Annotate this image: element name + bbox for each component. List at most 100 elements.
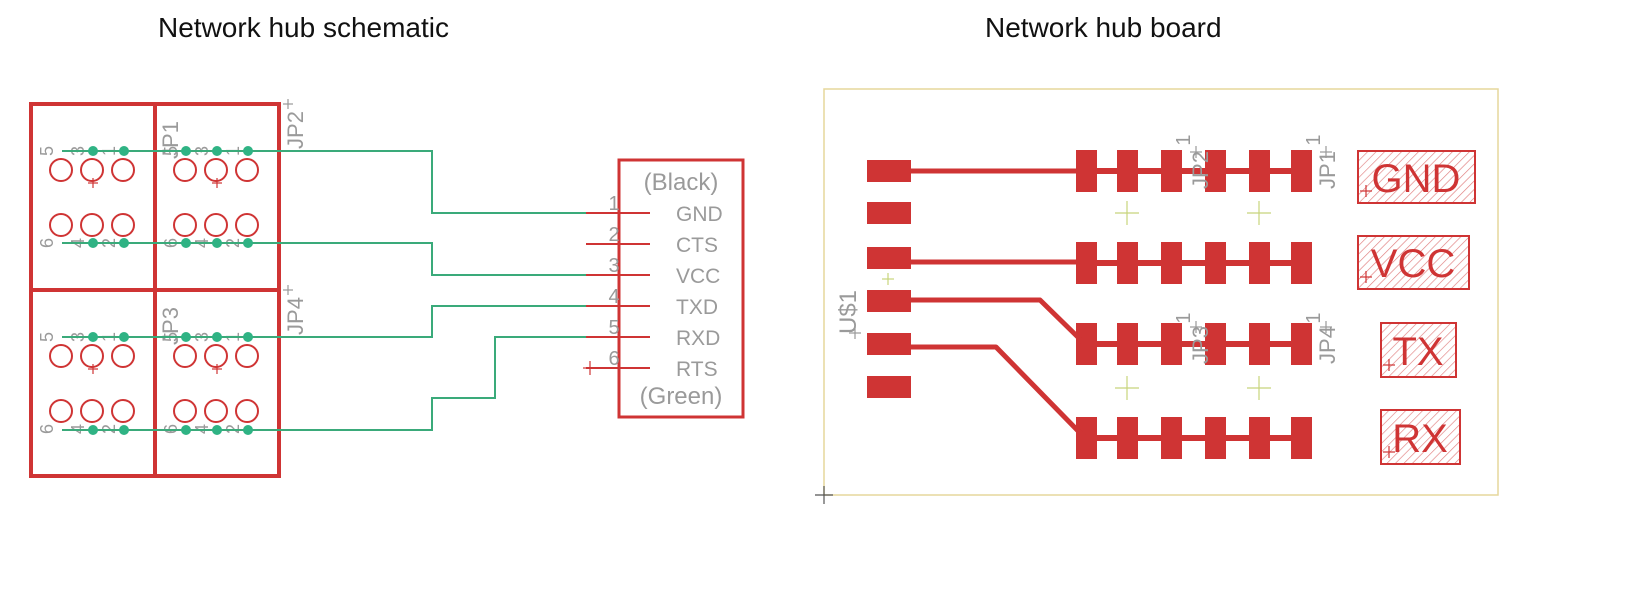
u1-pad bbox=[867, 376, 911, 398]
header-pad bbox=[1205, 150, 1226, 192]
header-pin-circle bbox=[80, 213, 104, 237]
wire-junction bbox=[212, 238, 222, 248]
header-pin-number: 6 bbox=[37, 238, 57, 248]
header-pad bbox=[1117, 242, 1138, 284]
wire-junction bbox=[243, 238, 253, 248]
header-name-label: JP1 bbox=[158, 121, 183, 159]
board-header-pin1: 1 bbox=[1173, 134, 1195, 145]
connector-body bbox=[617, 158, 745, 419]
board-header-name: JP2 bbox=[1188, 151, 1213, 189]
header-pin-circle bbox=[204, 213, 228, 237]
wire-junction bbox=[88, 238, 98, 248]
header-pad bbox=[1117, 323, 1138, 365]
wire-junction bbox=[88, 146, 98, 156]
header-pad bbox=[1291, 323, 1312, 365]
header-pin-number: 5 bbox=[37, 332, 57, 342]
connector-pin-number: 2 bbox=[608, 224, 619, 246]
board-header-name: JP3 bbox=[1188, 326, 1213, 364]
board-header-pin1: 1 bbox=[1303, 134, 1325, 145]
wire-junction bbox=[88, 425, 98, 435]
board-header-name: JP1 bbox=[1315, 151, 1340, 189]
header-pad bbox=[1117, 417, 1138, 459]
header-pin-circle bbox=[173, 344, 197, 368]
header-pin-circle bbox=[173, 158, 197, 182]
connector-pin-name: RTS bbox=[676, 358, 718, 381]
wire-junction bbox=[243, 332, 253, 342]
header-pad bbox=[1249, 150, 1270, 192]
header-pad bbox=[1205, 323, 1226, 365]
connector-pin-number: 3 bbox=[608, 255, 619, 277]
header-pin-circle bbox=[173, 213, 197, 237]
wire-junction bbox=[119, 238, 129, 248]
header-pin-circle bbox=[111, 213, 135, 237]
wire-junction bbox=[212, 332, 222, 342]
board-outline bbox=[823, 88, 1499, 496]
wire-vcc bbox=[62, 242, 598, 276]
board-label-text: GND bbox=[1372, 157, 1461, 201]
header-pad bbox=[1161, 242, 1182, 284]
board-header-pin1: 1 bbox=[1173, 312, 1195, 323]
header-name-label: JP3 bbox=[158, 307, 183, 345]
connector-pin-name: TXD bbox=[676, 296, 718, 319]
header-name-label: JP4 bbox=[283, 297, 308, 335]
wire-junction bbox=[119, 425, 129, 435]
board-header-pin1: 1 bbox=[1303, 312, 1325, 323]
connector-pin-name: GND bbox=[676, 203, 723, 226]
header-pad bbox=[1205, 242, 1226, 284]
connector-pin-name: CTS bbox=[676, 234, 718, 257]
header-pin-circle bbox=[49, 213, 73, 237]
header-pin-circle bbox=[111, 399, 135, 423]
header-pad bbox=[1161, 323, 1182, 365]
header-pad bbox=[1291, 150, 1312, 192]
connector-pin-number: 1 bbox=[608, 193, 619, 215]
wire-junction bbox=[88, 332, 98, 342]
header-pad bbox=[1291, 242, 1312, 284]
header-pin-circle bbox=[111, 158, 135, 182]
header-pad bbox=[1076, 417, 1097, 459]
u1-pad bbox=[867, 202, 911, 224]
header-pin-circle bbox=[235, 213, 259, 237]
header-pin-circle bbox=[80, 399, 104, 423]
wire-junction bbox=[243, 425, 253, 435]
header-pin-circle bbox=[204, 399, 228, 423]
board-label-box bbox=[1357, 235, 1470, 290]
wire-junction bbox=[181, 146, 191, 156]
board-label-box bbox=[1380, 322, 1457, 378]
board-header-name: JP4 bbox=[1315, 326, 1340, 364]
wire-junction bbox=[181, 332, 191, 342]
board-label-box bbox=[1357, 150, 1476, 204]
header-pad bbox=[1205, 417, 1226, 459]
pad-row-bus bbox=[1076, 168, 1311, 174]
header-pad bbox=[1249, 242, 1270, 284]
header-pin-circle bbox=[49, 158, 73, 182]
pad-row-bus bbox=[1076, 341, 1311, 347]
header-pin-circle bbox=[49, 399, 73, 423]
wire-junction bbox=[243, 146, 253, 156]
header-pin-circle bbox=[204, 158, 228, 182]
connector-pin-number: 4 bbox=[608, 286, 619, 308]
header-name-label: JP2 bbox=[283, 111, 308, 149]
board-label-box bbox=[1380, 409, 1461, 465]
connector-pin-number: 5 bbox=[608, 317, 619, 339]
wire-junction bbox=[212, 146, 222, 156]
header-pad bbox=[1161, 150, 1182, 192]
u1-pad bbox=[867, 160, 911, 182]
u1-pad bbox=[867, 290, 911, 312]
connector-bottom-label: (Green) bbox=[640, 383, 723, 410]
wire-junction bbox=[212, 425, 222, 435]
header-pin-circle bbox=[49, 344, 73, 368]
header-pin-circle bbox=[111, 344, 135, 368]
header-pin-number: 5 bbox=[37, 146, 57, 156]
header-pin-circle bbox=[235, 344, 259, 368]
wire-rxd bbox=[62, 336, 598, 431]
wire-junction bbox=[119, 332, 129, 342]
pad-row-bus bbox=[1076, 435, 1311, 441]
connector-pin-name: RXD bbox=[676, 327, 720, 350]
header-pin-number: 6 bbox=[37, 424, 57, 434]
